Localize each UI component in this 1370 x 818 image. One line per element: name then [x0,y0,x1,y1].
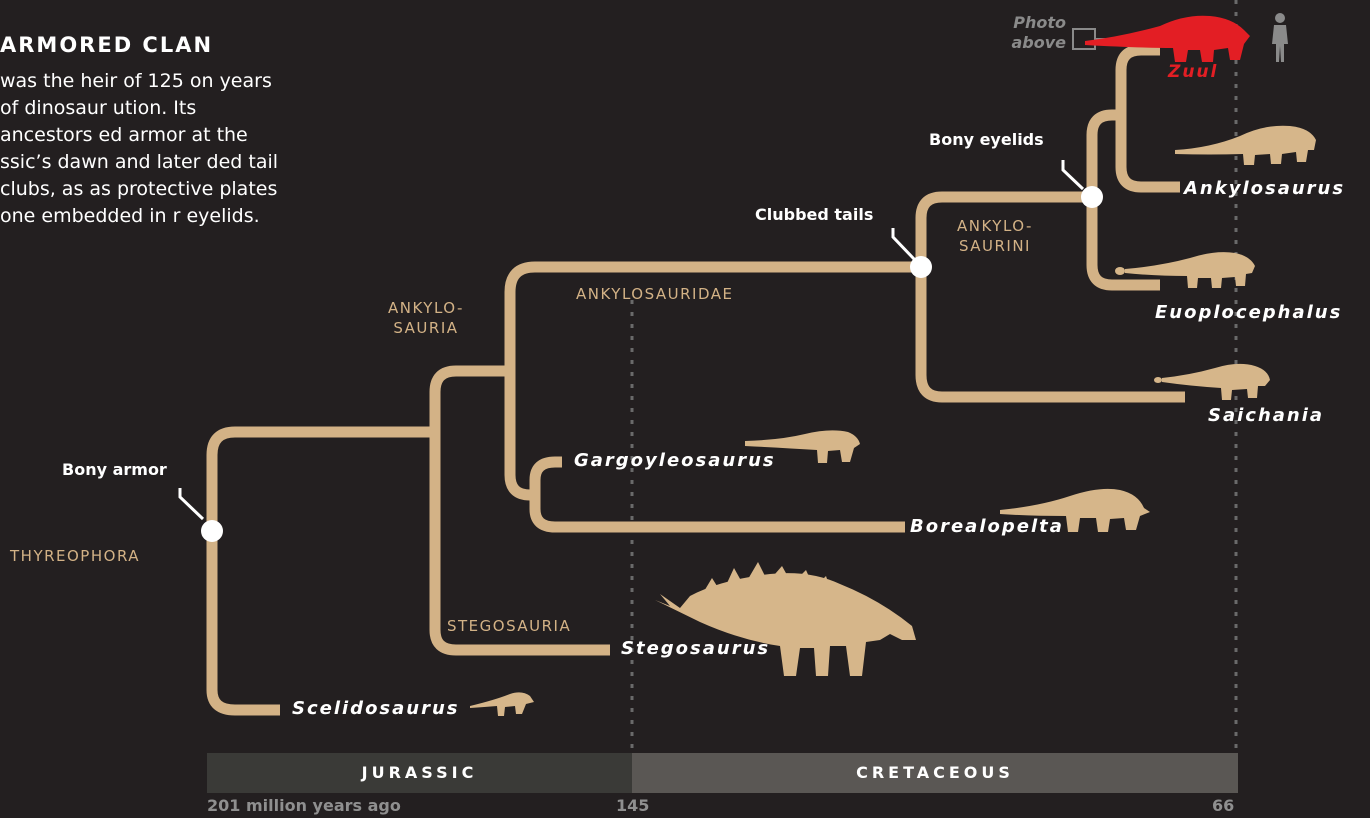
taxon-euoplocephalus: Euoplocephalus [1155,302,1342,323]
branch-ankylosauria [435,371,510,432]
clade-ankylosaurini: ANKYLO- SAURINI [957,216,1033,256]
trait-bony-eyelids: Bony eyelids [929,130,1044,149]
clade-thyreophora: THYREOPHORA [10,546,140,566]
ankylosaurus-silhouette [1175,126,1316,165]
photo-above-note: Photo above [1000,13,1066,53]
branch-ankylosauridae [510,267,921,371]
zuul-silhouette [1085,16,1250,62]
taxon-ankylosaurus: Ankylosaurus [1184,178,1345,199]
taxon-borealopelta: Borealopelta [910,516,1064,537]
clade-stegosauria: STEGOSAURIA [447,616,571,636]
scelidosaurus-silhouette [470,692,534,716]
bony-armor-pointer [180,488,203,519]
tick-201: 201 million years ago [207,796,401,815]
bony-eyelids-node [1081,186,1103,208]
clubbed-tails-node [910,256,932,278]
taxon-gargoyleosaurus: Gargoyleosaurus [574,450,776,471]
intro-body: was the heir of 125 on years of dinosaur… [0,68,280,230]
branch-ankylosaurus [1121,115,1180,187]
bony-armor-node [201,520,223,542]
clade-ankylosauridae: ANKYLOSAURIDAE [576,284,734,304]
human-silhouette [1272,13,1288,62]
taxon-stegosaurus: Stegosaurus [621,638,770,659]
branch-scelidosaurus [212,531,280,710]
branch-gargoyleosaurus [535,462,562,495]
branch-thyreophora-upper [212,432,435,531]
tick-66: 66 [1212,796,1234,815]
period-jurassic: JURASSIC [207,763,632,782]
branch-zuul [1121,50,1160,115]
trait-bony-armor: Bony armor [62,460,167,479]
intro-title: ARMORED CLAN [0,33,213,57]
taxon-zuul: Zuul [1168,62,1218,82]
taxon-saichania: Saichania [1208,405,1324,426]
period-cretaceous: CRETACEOUS [632,763,1238,782]
clubbed-tails-pointer [893,228,914,259]
bony-eyelids-pointer [1063,160,1083,189]
branch-borealopelta [535,495,905,527]
taxon-scelidosaurus: Scelidosaurus [292,698,460,719]
tick-145: 145 [616,796,649,815]
trait-clubbed-tails: Clubbed tails [755,205,873,224]
clade-ankylosauria: ANKYLO- SAURIA [388,298,464,338]
